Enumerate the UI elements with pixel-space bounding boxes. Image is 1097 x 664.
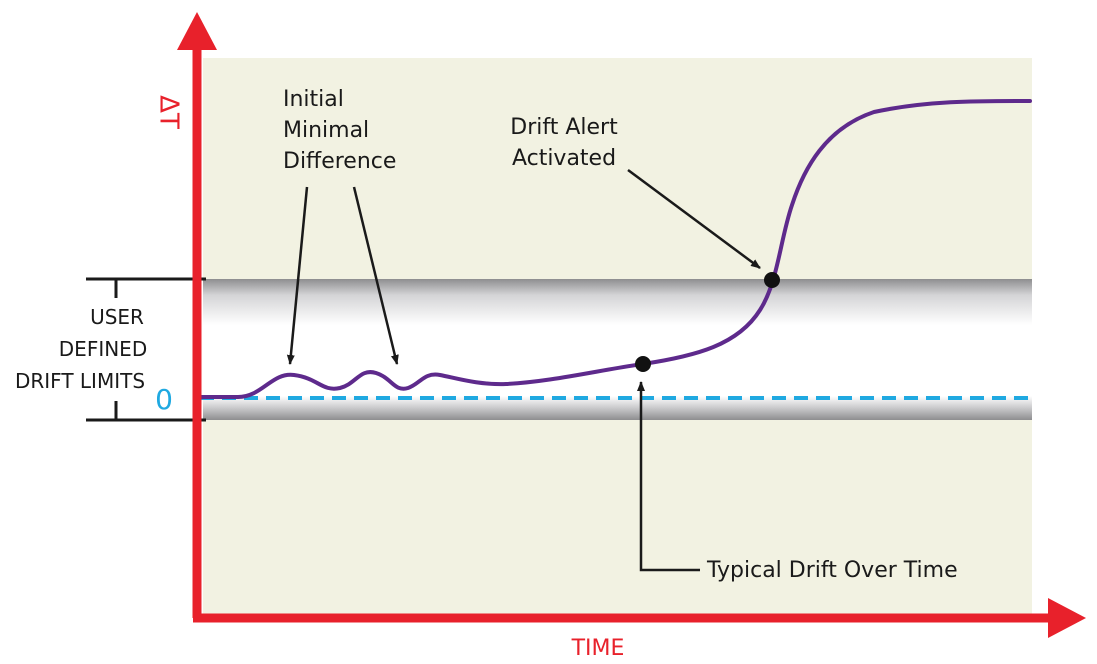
y-axis-label: ΔT bbox=[154, 95, 184, 129]
x-axis-label: TIME bbox=[571, 636, 625, 661]
drift-curve bbox=[198, 98, 1032, 399]
user-limits-label: USER DEFINED DRIFT LIMITS bbox=[15, 305, 147, 393]
limits-line-3: DRIFT LIMITS bbox=[15, 369, 145, 393]
typical-drift-label: Typical Drift Over Time bbox=[706, 558, 958, 583]
y-axis-arrowhead bbox=[177, 12, 217, 50]
drift-point-marker bbox=[635, 356, 651, 372]
initial-difference-label: Initial Minimal Difference bbox=[283, 87, 396, 174]
alert-line-1: Drift Alert bbox=[510, 115, 618, 140]
drift-alert-label: Drift Alert Activated bbox=[510, 115, 618, 171]
alert-line-2: Activated bbox=[512, 146, 616, 171]
x-axis-arrowhead bbox=[1048, 598, 1086, 638]
axes bbox=[177, 12, 1086, 638]
zero-label: 0 bbox=[155, 383, 173, 416]
initial-line-1: Initial bbox=[283, 87, 344, 112]
limits-line-1: USER bbox=[90, 305, 144, 329]
alert-point-marker bbox=[764, 272, 780, 288]
initial-line-2: Minimal bbox=[283, 118, 369, 143]
annotation-arrows bbox=[286, 168, 761, 572]
limits-bracket bbox=[86, 277, 206, 422]
limits-line-2: DEFINED bbox=[59, 337, 147, 361]
initial-line-3: Difference bbox=[283, 149, 396, 174]
